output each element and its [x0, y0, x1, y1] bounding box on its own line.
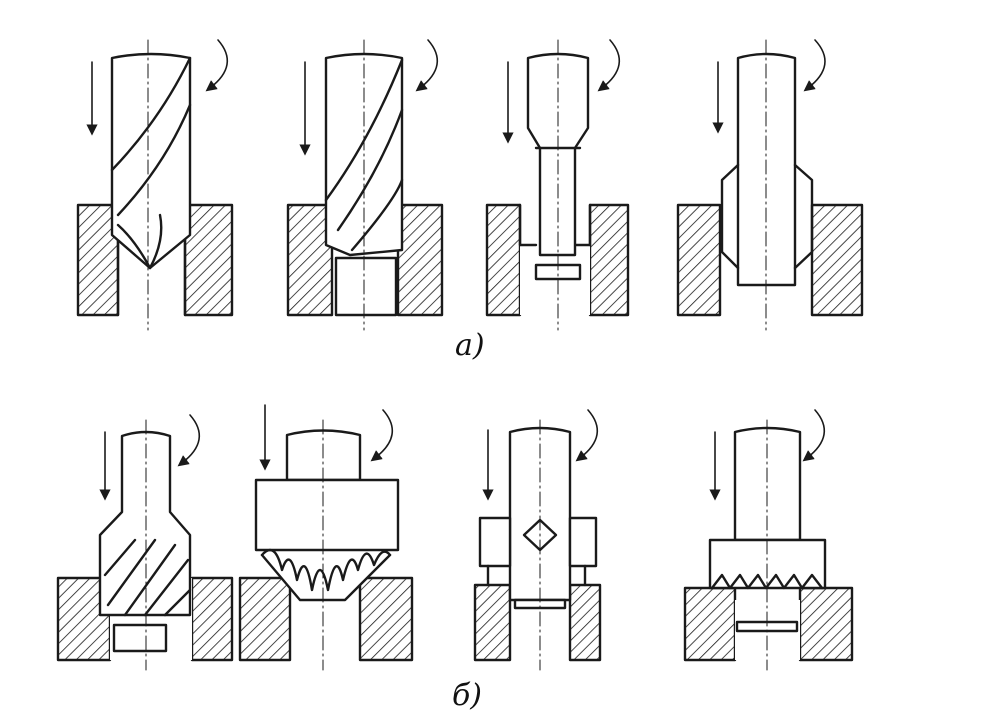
row-b-label: б) [452, 678, 483, 713]
tool-a4-countersink [676, 39, 864, 331]
tool-a1-twist-drill [76, 39, 234, 331]
tool-a3-counterbore [485, 39, 630, 331]
tool-b2-cone-countersink [238, 404, 414, 671]
tool-b1-spiral-counterbore [56, 414, 234, 671]
tool-b3-insert-cutter [473, 409, 602, 671]
row-a-label: а) [455, 328, 485, 363]
tool-b4-face-cutter [683, 409, 854, 671]
tool-a2-core-drill [286, 39, 444, 331]
